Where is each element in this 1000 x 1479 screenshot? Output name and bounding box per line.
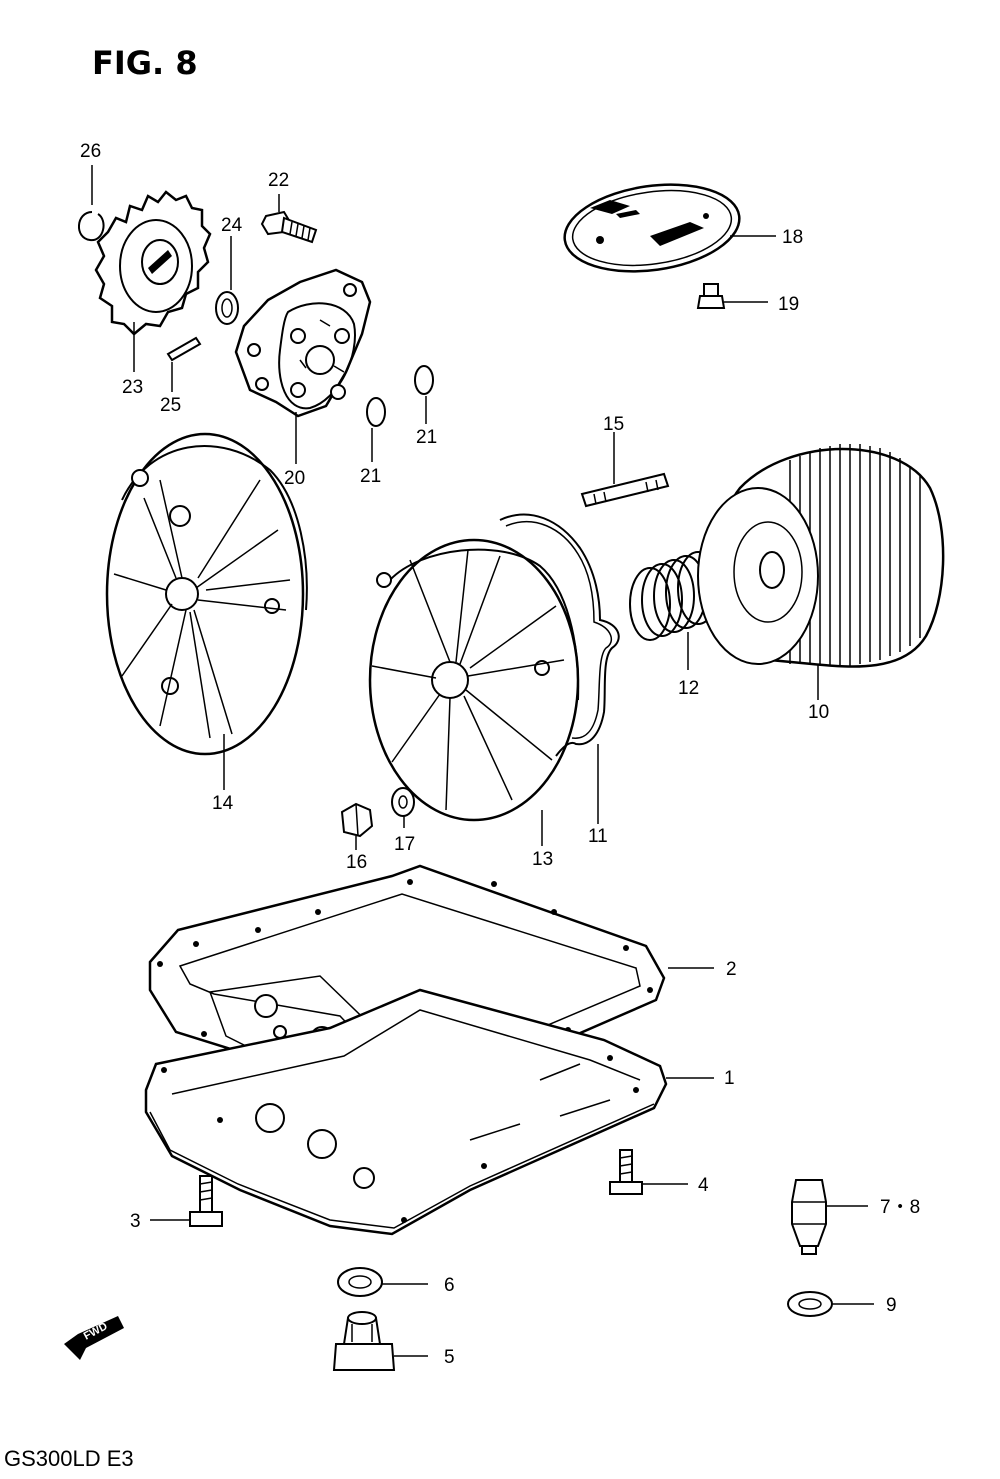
figure-title: FIG. 8 bbox=[92, 44, 198, 82]
callout-1: 1 bbox=[724, 1068, 735, 1089]
part-25-pin bbox=[166, 336, 202, 362]
callout-20: 20 bbox=[284, 468, 305, 489]
model-code: GS300LD E3 bbox=[4, 1446, 134, 1471]
callout-3: 3 bbox=[130, 1211, 141, 1232]
callout-22: 22 bbox=[268, 170, 289, 191]
part-16-nut bbox=[340, 802, 374, 838]
part-26-circlip bbox=[78, 211, 105, 242]
callout-14: 14 bbox=[212, 793, 234, 814]
part-22-bolt bbox=[260, 210, 318, 244]
callout-18: 18 bbox=[782, 227, 803, 248]
callout-26: 26 bbox=[80, 141, 101, 162]
part-24-washer bbox=[215, 291, 239, 325]
part-20-oil-pump bbox=[234, 268, 372, 418]
callout-11: 11 bbox=[588, 826, 608, 847]
part-5-drain-plug bbox=[332, 1311, 396, 1371]
part-21-o-ring-a bbox=[366, 397, 386, 427]
part-13-filter-cap bbox=[368, 538, 580, 822]
part-14-oil-filter-cover bbox=[105, 432, 308, 756]
part-3-bolt bbox=[189, 1175, 223, 1227]
part-17-washer bbox=[391, 787, 415, 817]
callout-23: 23 bbox=[122, 377, 143, 398]
part-9-gasket bbox=[787, 1291, 833, 1317]
part-18-cover-plate bbox=[563, 183, 741, 273]
callout-16: 16 bbox=[346, 852, 367, 873]
part-21-o-ring-b bbox=[414, 365, 434, 395]
callout-12: 12 bbox=[678, 678, 699, 699]
part-19-screw bbox=[696, 283, 726, 309]
part-1-oil-pan bbox=[144, 988, 668, 1236]
part-15-stud bbox=[580, 472, 670, 508]
callout-4: 4 bbox=[698, 1175, 709, 1196]
part-7-8-oil-pressure-switch bbox=[791, 1179, 827, 1255]
part-6-gasket bbox=[337, 1267, 383, 1297]
forward-arrow: FWD bbox=[64, 1316, 124, 1360]
callout-2: 2 bbox=[726, 959, 737, 980]
callout-17: 17 bbox=[394, 834, 415, 855]
callout-5: 5 bbox=[444, 1347, 455, 1368]
callout-24: 24 bbox=[221, 215, 243, 236]
callout-6: 6 bbox=[444, 1275, 455, 1296]
part-23-sprocket bbox=[94, 190, 212, 336]
part-4-bolt bbox=[609, 1149, 643, 1195]
callout-19: 19 bbox=[778, 294, 799, 315]
callout-7-8: 7・8 bbox=[880, 1197, 920, 1218]
part-10-oil-filter bbox=[697, 444, 945, 668]
callout-25: 25 bbox=[160, 395, 181, 416]
callout-10: 10 bbox=[808, 702, 829, 723]
callout-21a: 21 bbox=[360, 466, 381, 487]
callout-15: 15 bbox=[603, 414, 624, 435]
callout-21b: 21 bbox=[416, 427, 437, 448]
part-11-gasket bbox=[499, 513, 620, 757]
callout-13: 13 bbox=[532, 849, 553, 870]
callout-9: 9 bbox=[886, 1295, 897, 1316]
